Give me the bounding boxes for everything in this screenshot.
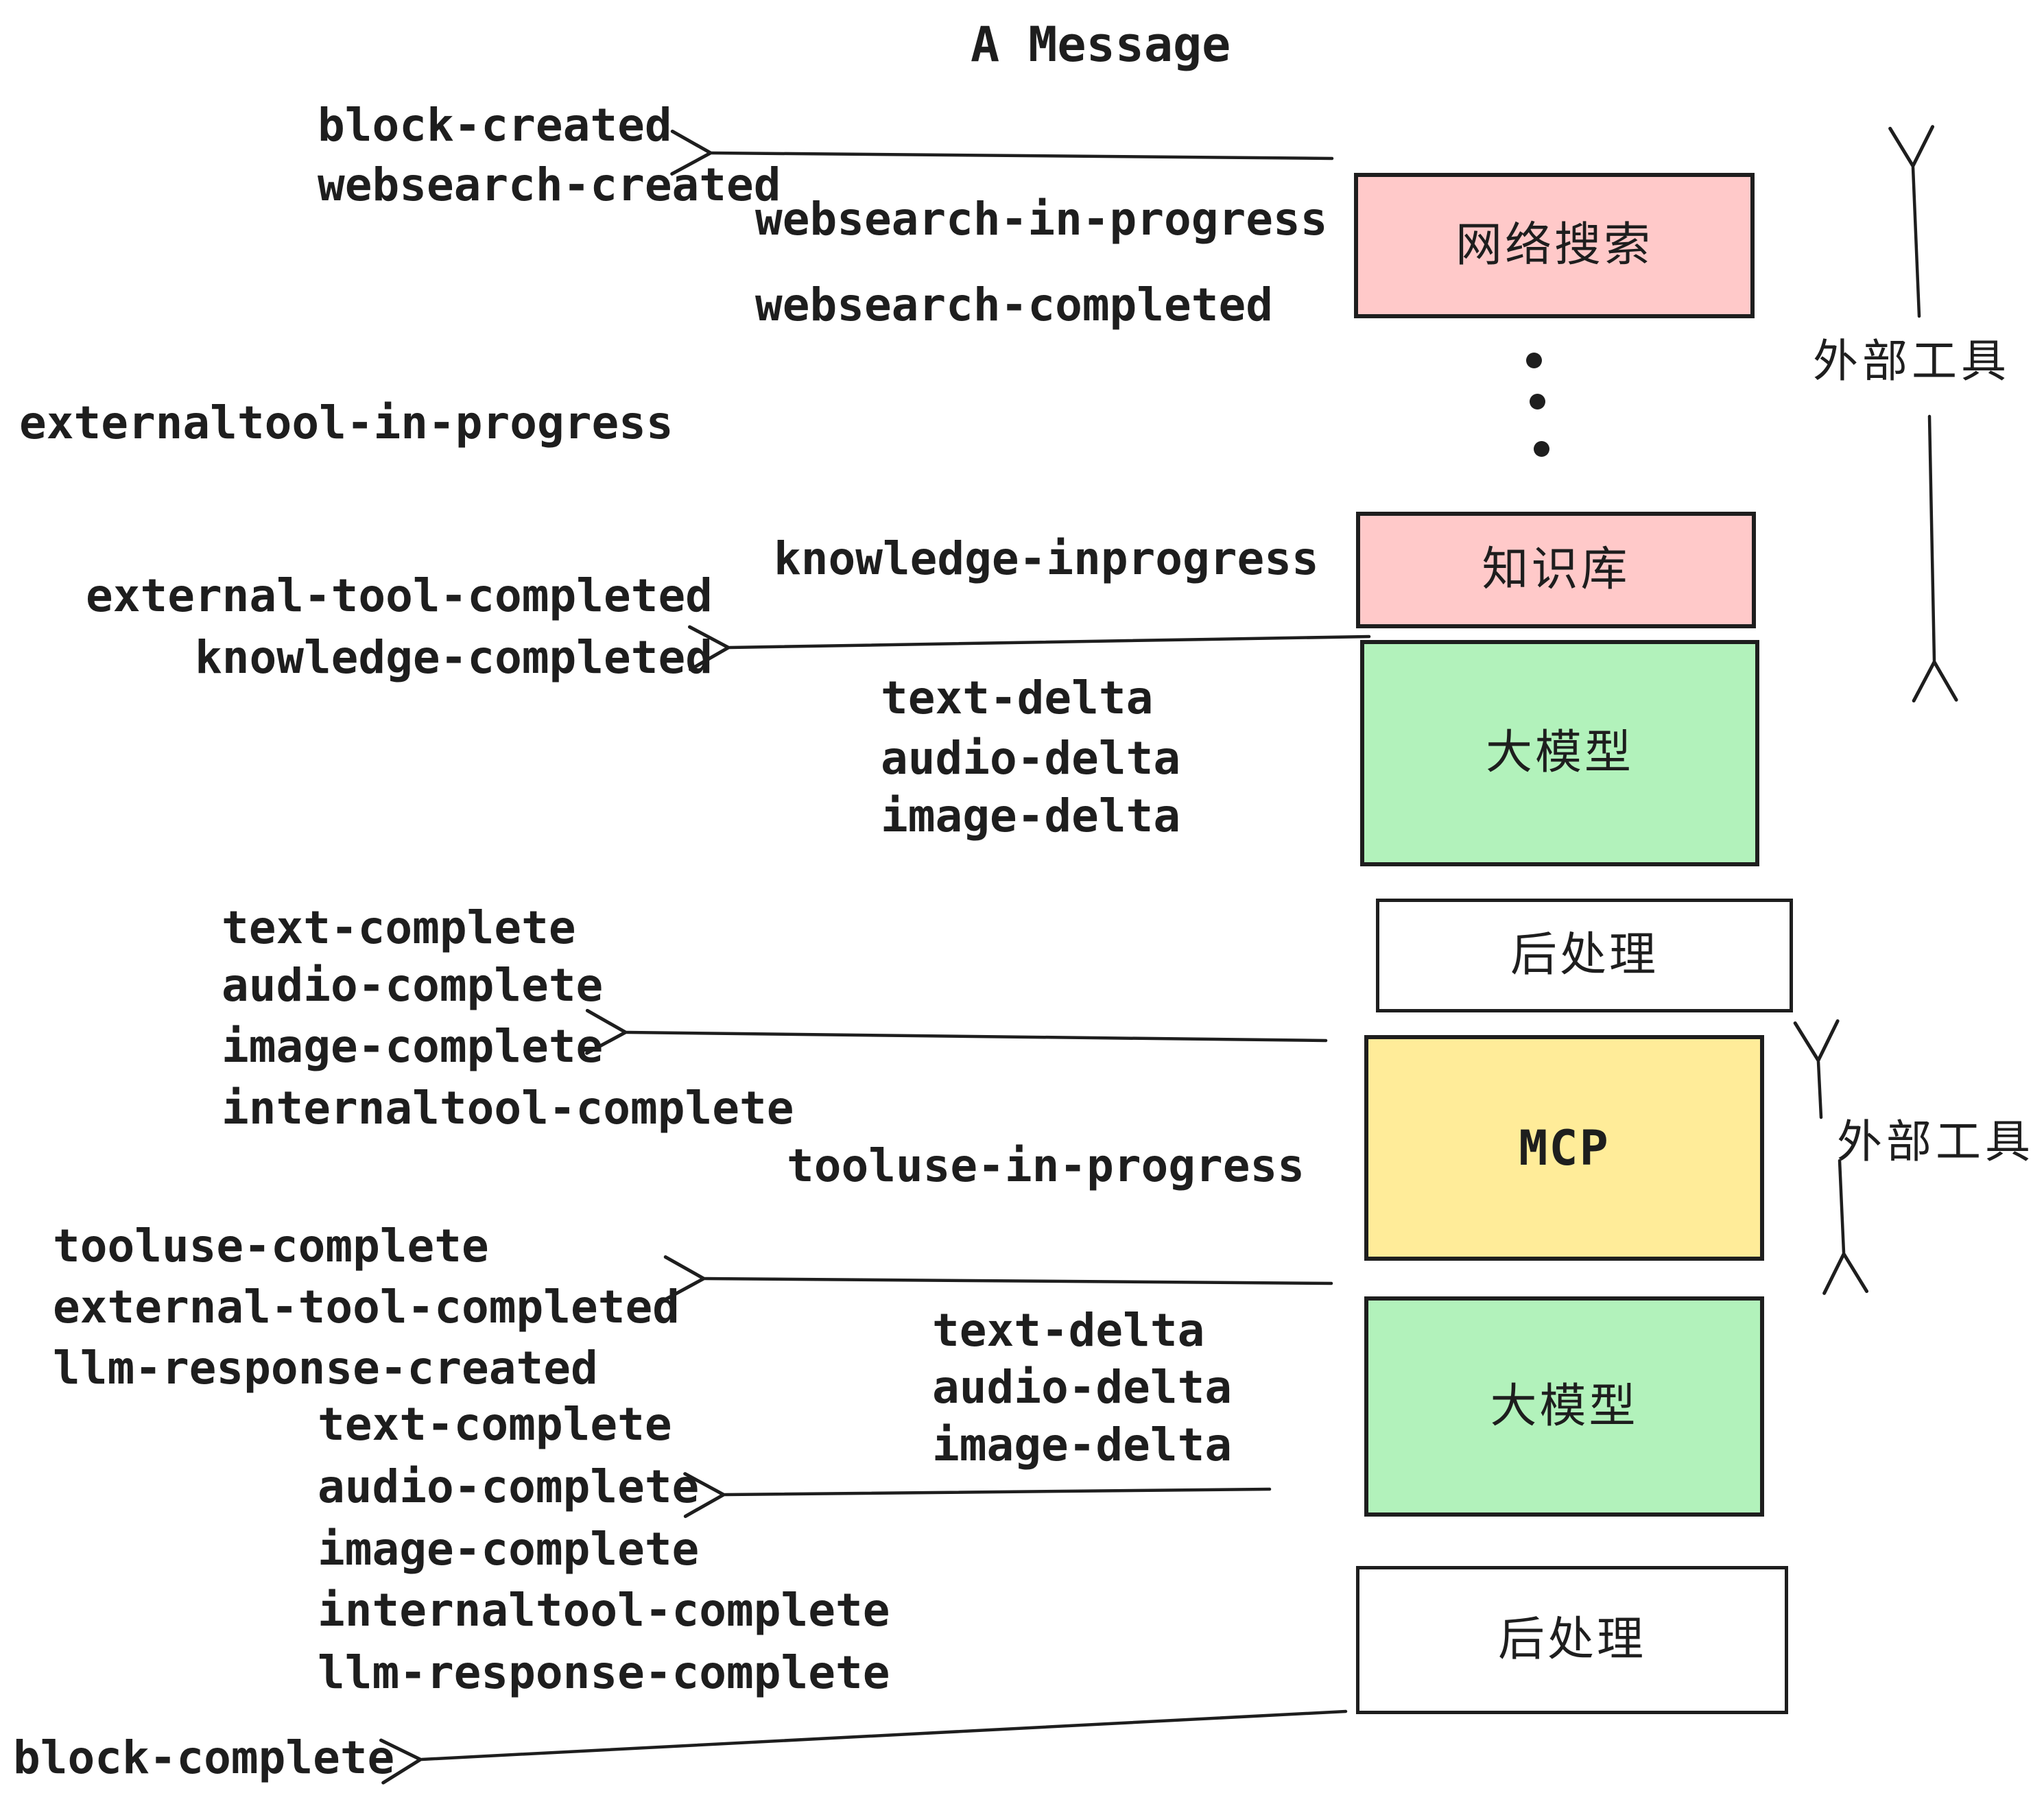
event-block-complete: block-complete: [13, 1731, 395, 1784]
event-audio-complete-1: audio-complete: [222, 959, 604, 1012]
page-title: A Message: [971, 16, 1231, 73]
arrow-mcp-to-image-complete: [585, 1008, 1328, 1055]
arrow-mcp-to-tooluse-complete: [663, 1255, 1333, 1302]
ellipsis-dot: [1526, 353, 1542, 368]
event-image-complete-1: image-complete: [222, 1020, 604, 1073]
event-knowledge-inprogress: knowledge-inprogress: [774, 532, 1319, 585]
box-websearch: 网络搜索: [1354, 173, 1755, 318]
event-image-delta-1: image-delta: [881, 790, 1181, 842]
box-llm-2-label: 大模型: [1490, 1379, 1639, 1434]
event-tooluse-in-progress: tooluse-in-progress: [787, 1139, 1305, 1192]
box-postprocess-2-label: 后处理: [1497, 1613, 1646, 1667]
event-websearch-completed: websearch-completed: [755, 278, 1273, 331]
box-postprocess-2: 后处理: [1356, 1566, 1788, 1714]
event-text-complete-1: text-complete: [222, 901, 576, 954]
arrow-llm1-to-knowledge-completed: [687, 625, 1371, 672]
box-websearch-label: 网络搜索: [1455, 218, 1653, 272]
event-external-tool-completed-1: external-tool-completed: [86, 569, 713, 622]
event-text-complete-2: text-complete: [318, 1398, 672, 1451]
arrow-llm2-to-audio-complete: [683, 1472, 1272, 1519]
box-postprocess-1-label: 后处理: [1510, 928, 1659, 982]
event-externaltool-in-progress: externaltool-in-progress: [19, 396, 674, 449]
event-llm-response-created: llm-response-created: [53, 1342, 598, 1394]
box-mcp: MCP: [1364, 1035, 1764, 1261]
event-text-delta-1: text-delta: [881, 672, 1154, 724]
event-audio-delta-2: audio-delta: [932, 1361, 1233, 1414]
event-tooluse-complete: tooluse-complete: [53, 1220, 489, 1272]
box-knowledge: 知识库: [1356, 512, 1756, 628]
event-audio-complete-2: audio-complete: [318, 1460, 700, 1513]
event-websearch-created: websearch-created: [318, 158, 781, 211]
event-block-created: block-created: [318, 99, 672, 152]
box-llm-2: 大模型: [1364, 1296, 1764, 1517]
external-tool-up-arrow-top: [1888, 125, 1935, 318]
external-tool-up-arrow-mcp: [1793, 1019, 1840, 1119]
box-postprocess-1: 后处理: [1376, 899, 1793, 1012]
event-external-tool-completed-2: external-tool-completed: [53, 1281, 680, 1333]
box-mcp-label: MCP: [1519, 1119, 1610, 1176]
event-websearch-in-progress: websearch-in-progress: [755, 193, 1328, 246]
box-llm-1-label: 大模型: [1485, 726, 1634, 780]
arrow-websearch-to-block-created: [670, 129, 1334, 176]
event-audio-delta-1: audio-delta: [881, 732, 1181, 785]
external-tools-label-mcp: 外部工具: [1837, 1115, 2034, 1168]
event-internaltool-complete-1: internaltool-complete: [222, 1082, 794, 1135]
event-image-delta-2: image-delta: [932, 1419, 1233, 1471]
ellipsis-dot: [1534, 441, 1549, 457]
event-knowledge-completed: knowledge-completed: [195, 631, 713, 684]
arrow-postprocess2-to-block-complete: [379, 1709, 1348, 1785]
box-knowledge-label: 知识库: [1482, 543, 1630, 597]
ellipsis-dot: [1530, 394, 1545, 410]
external-tools-label-top: 外部工具: [1813, 335, 2010, 388]
box-llm-1: 大模型: [1360, 640, 1759, 866]
external-tool-down-arrow-mcp: [1822, 1159, 1869, 1295]
event-llm-response-complete: llm-response-complete: [318, 1646, 890, 1699]
event-text-delta-2: text-delta: [932, 1304, 1205, 1357]
external-tool-down-arrow-top: [1912, 414, 1958, 703]
event-image-complete-2: image-complete: [318, 1523, 700, 1576]
event-internaltool-complete-2: internaltool-complete: [318, 1584, 890, 1637]
